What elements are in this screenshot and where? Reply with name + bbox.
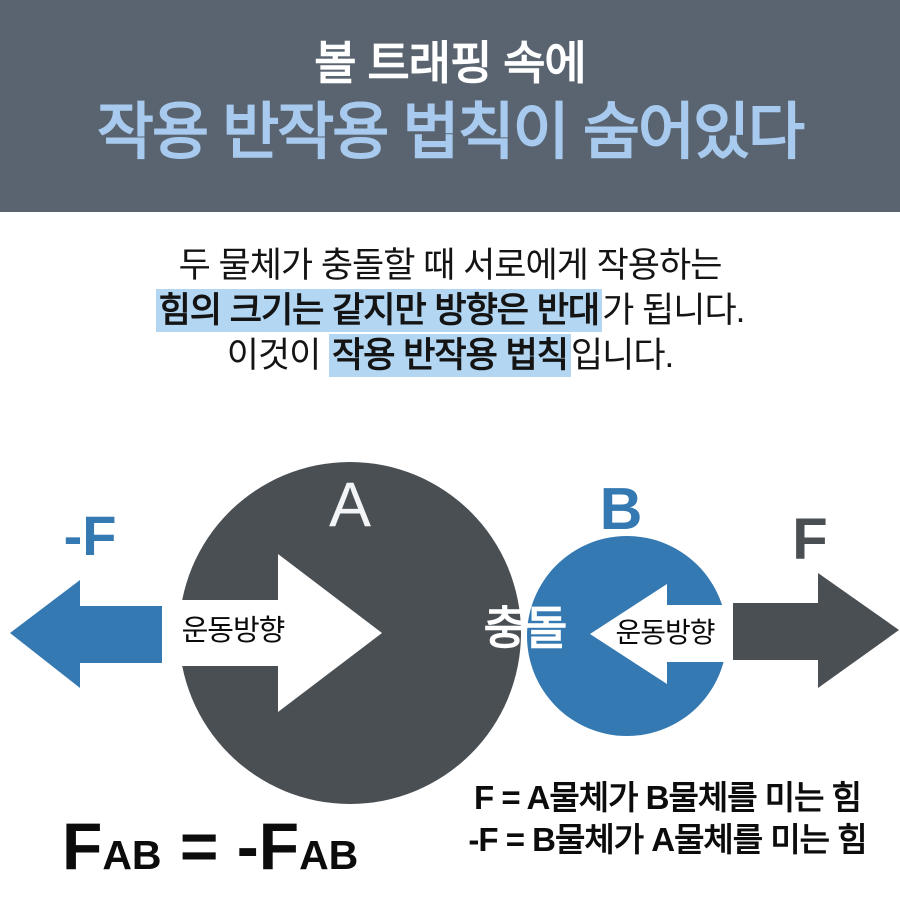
reaction-force-arrow-icon: [10, 580, 162, 688]
intro-line2-highlight: 힘의 크기는 같지만 방향은 반대: [155, 289, 603, 332]
force-equation: FAB = -FAB: [62, 813, 358, 879]
equation-mid: = -: [161, 809, 259, 883]
header-title-line1: 볼 트래핑 속에: [314, 37, 586, 90]
equation-lhs-subscript: AB: [102, 832, 162, 878]
ball-b-label: B: [599, 476, 643, 542]
equation-rhs-subscript: AB: [299, 832, 359, 878]
equation-lhs-f: F: [62, 809, 103, 883]
collision-label: 충돌: [483, 602, 568, 654]
action-force-arrow-icon: [733, 573, 899, 688]
intro-paragraph: 두 물체가 충돌할 때 서로에게 작용하는 힘의 크기는 같지만 방향은 반대가…: [0, 243, 900, 378]
intro-line1-text: 두 물체가 충돌할 때 서로에게 작용하는: [178, 246, 723, 285]
intro-line3-rest: 입니다.: [570, 336, 674, 375]
intro-line2: 힘의 크기는 같지만 방향은 반대가 됩니다.: [0, 288, 900, 333]
equation-rhs-f: F: [258, 809, 300, 883]
ball-a-label: A: [328, 470, 372, 540]
ball-b-motion-label: 운동방향: [615, 617, 715, 648]
header-title-line2: 작용 반작용 법칙이 숨어있다: [96, 97, 805, 167]
force-legend: F = A물체가 B물체를 미는 힘 -F = B물체가 A물체를 미는 힘: [445, 777, 890, 861]
header-banner: 볼 트래핑 속에 작용 반작용 법칙이 숨어있다: [0, 0, 900, 212]
ball-a-motion-arrow-icon: [179, 554, 382, 712]
intro-line2-rest: 가 됩니다.: [602, 291, 745, 330]
intro-line1: 두 물체가 충돌할 때 서로에게 작용하는: [0, 243, 900, 288]
intro-line3-highlight: 작용 반작용 법칙: [329, 334, 571, 377]
intro-line3: 이것이 작용 반작용 법칙입니다.: [0, 333, 900, 378]
ball-a-motion-label: 운동방향: [181, 615, 286, 647]
legend-line-f: F = A물체가 B물체를 미는 힘: [474, 779, 862, 816]
ball-b-motion-arrow-icon: [590, 584, 729, 684]
legend-line-neg-f: -F = B물체가 A물체를 미는 힘: [468, 821, 867, 858]
intro-line3-pre: 이것이: [226, 336, 330, 375]
force-right-label: F: [792, 507, 828, 572]
force-left-label: -F: [63, 504, 117, 567]
